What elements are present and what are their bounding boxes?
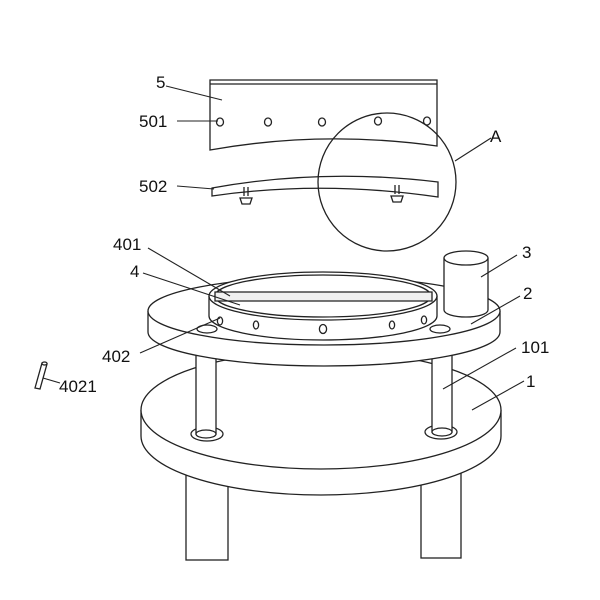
- support-column-right: [431, 354, 453, 433]
- detail-circle: [317, 112, 457, 252]
- label-2: 2: [523, 284, 532, 303]
- blade-plate-hole: [373, 116, 383, 126]
- ring-hole: [388, 320, 396, 330]
- label-101: 101: [521, 338, 549, 357]
- label-501: 501: [139, 112, 167, 131]
- strip-clip-left: [239, 187, 253, 205]
- motor-top: [443, 250, 489, 266]
- reference-labels: 5 501 502 A 401 4 3 2 402 4021 101 1: [59, 73, 549, 396]
- leader-402: [139, 317, 221, 354]
- ring-hole: [420, 315, 428, 325]
- pin-end: [41, 361, 48, 366]
- leader-2: [470, 295, 521, 325]
- leader-401: [147, 247, 231, 297]
- leader-3: [480, 254, 518, 278]
- motor-body: [443, 258, 489, 318]
- leader-a: [454, 137, 492, 162]
- motor-cylinder: [443, 250, 489, 318]
- blade-plate-hole: [317, 117, 327, 127]
- label-502: 502: [139, 177, 167, 196]
- column-foot-right: [431, 427, 453, 437]
- leader-1: [471, 380, 525, 411]
- leader-5: [165, 85, 223, 101]
- plate-hole-right: [429, 324, 451, 334]
- pin-body: [34, 362, 48, 390]
- plate-hole-left: [196, 324, 218, 334]
- blade-plate-hole: [263, 117, 273, 127]
- curved-strip-body: [211, 175, 439, 198]
- curved-strip: [211, 175, 439, 205]
- ring-hole: [318, 323, 328, 335]
- label-4: 4: [130, 262, 139, 281]
- label-402: 402: [102, 347, 130, 366]
- loose-pin: [34, 361, 48, 390]
- retaining-ring: [208, 271, 438, 341]
- label-a: A: [490, 127, 502, 146]
- strip-clip-right: [390, 185, 404, 203]
- column-foot-left: [195, 429, 217, 439]
- blade-plate: [209, 79, 438, 151]
- label-5: 5: [156, 73, 165, 92]
- blade-plate-body: [209, 79, 438, 151]
- support-column-left: [195, 354, 217, 435]
- base-plate-assembly: [140, 350, 502, 561]
- leader-4: [142, 272, 241, 306]
- leader-4021: [42, 377, 61, 384]
- label-3: 3: [522, 243, 531, 262]
- label-401: 401: [113, 235, 141, 254]
- leader-502: [176, 185, 215, 190]
- ring-hole: [252, 320, 260, 330]
- label-4021: 4021: [59, 377, 97, 396]
- ring-cross-slot: [214, 291, 433, 302]
- leader-101: [442, 347, 517, 390]
- label-1: 1: [526, 372, 535, 391]
- leader-lines: [42, 85, 525, 411]
- blade-plate-hole: [215, 117, 225, 127]
